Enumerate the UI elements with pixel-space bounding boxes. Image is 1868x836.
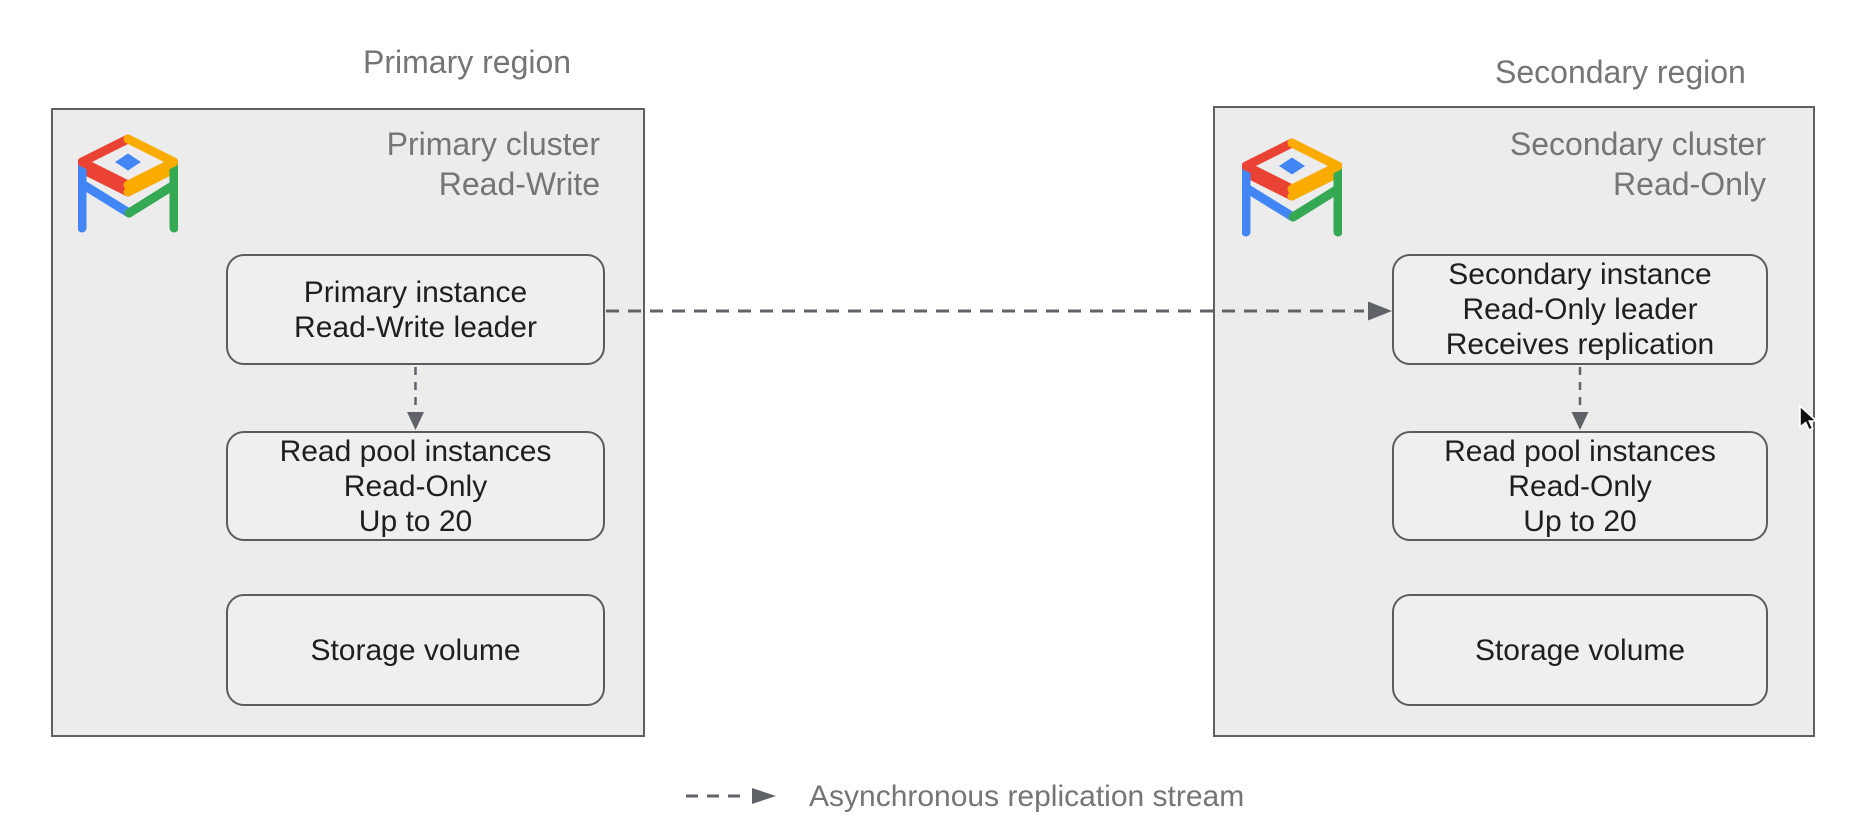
node-text-line: Read-Only leader bbox=[1462, 293, 1698, 326]
secondary-storage-box: Storage volume bbox=[1392, 594, 1768, 706]
node-text-line: Secondary instance bbox=[1448, 258, 1712, 291]
secondary-cluster: Secondary cluster Read-Only Secondary in… bbox=[1213, 106, 1815, 737]
secondary-instance-box: Secondary instance Read-Only leader Rece… bbox=[1392, 254, 1768, 365]
cluster-title-line: Secondary cluster bbox=[1509, 126, 1766, 162]
alloydb-icon bbox=[78, 134, 178, 233]
node-text-line: Up to 20 bbox=[358, 504, 473, 538]
node-text-line: Read pool instances bbox=[279, 434, 552, 468]
alloydb-icon bbox=[1242, 138, 1342, 237]
node-text-line: Read-Write leader bbox=[294, 310, 537, 344]
secondary-cluster-title: Secondary cluster Read-Only bbox=[1510, 124, 1766, 204]
primary-cluster: Primary cluster Read-Write Primary insta… bbox=[51, 108, 645, 737]
cluster-title-line: Read-Write bbox=[438, 166, 600, 202]
primary-instance-box: Primary instance Read-Write leader bbox=[226, 254, 605, 365]
node-text-line: Read pool instances bbox=[1444, 434, 1716, 468]
node-text-line: Read-Only bbox=[1508, 469, 1652, 503]
node-text-line: Storage volume bbox=[310, 633, 521, 667]
legend-arrow-sample bbox=[686, 788, 776, 804]
secondary-region-title: Secondary region bbox=[1495, 54, 1746, 90]
node-text-line: Receives replication bbox=[1445, 328, 1715, 361]
node-text-line: Up to 20 bbox=[1523, 504, 1637, 538]
primary-storage-box: Storage volume bbox=[226, 594, 605, 706]
node-text-line: Read-Only bbox=[343, 469, 488, 503]
cluster-title-line: Read-Only bbox=[1613, 166, 1766, 202]
cluster-title-line: Primary cluster bbox=[386, 126, 600, 162]
primary-region-title: Primary region bbox=[363, 44, 572, 80]
legend-label: Asynchronous replication stream bbox=[809, 780, 1245, 813]
node-text-line: Storage volume bbox=[1474, 633, 1686, 667]
node-text-line: Primary instance bbox=[303, 275, 528, 309]
secondary-read-pool-box: Read pool instances Read-Only Up to 20 bbox=[1392, 431, 1768, 541]
primary-cluster-title: Primary cluster Read-Write bbox=[387, 124, 600, 204]
primary-read-pool-box: Read pool instances Read-Only Up to 20 bbox=[226, 431, 605, 541]
